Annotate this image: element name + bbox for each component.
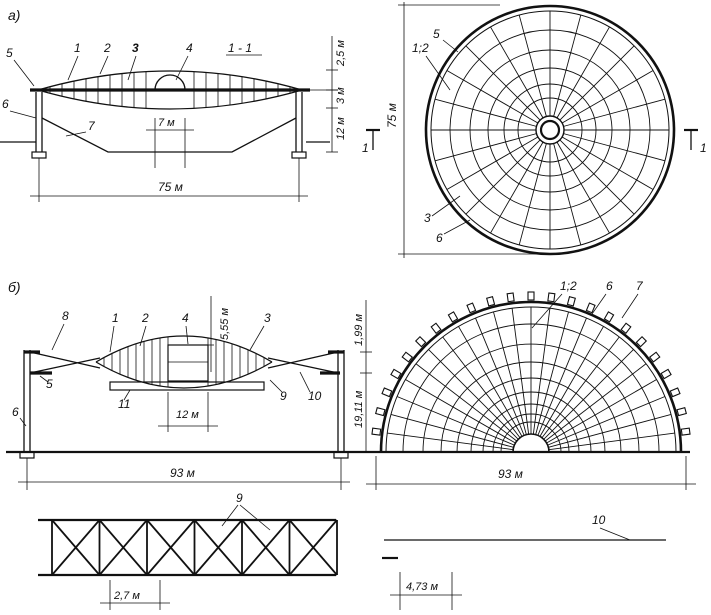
dim-span: 75 м bbox=[158, 180, 183, 194]
section-mark-right: 1 bbox=[684, 128, 707, 155]
callout-4: 4 bbox=[186, 41, 193, 55]
center-ring bbox=[154, 74, 186, 91]
svg-text:93 м: 93 м bbox=[498, 467, 523, 481]
callout-5: 5 bbox=[6, 46, 13, 60]
svg-text:5: 5 bbox=[433, 27, 440, 41]
part-a-ring-dim: 7 м bbox=[146, 117, 194, 168]
dim-rise-top: 2,5 м bbox=[335, 40, 347, 67]
svg-text:9: 9 bbox=[280, 389, 287, 403]
svg-text:93 м: 93 м bbox=[170, 466, 195, 480]
svg-text:1: 1 bbox=[700, 141, 707, 155]
label-b: б) bbox=[8, 279, 21, 295]
part-b-callouts: 8 1 2 4 3 5 9 10 11 6 bbox=[12, 309, 322, 427]
dim-center-ring: 7 м bbox=[158, 117, 175, 129]
dim-height: 12 м bbox=[335, 117, 347, 140]
plan-a-callouts: 5 1;2 3 6 bbox=[412, 27, 471, 245]
callout-3: 3 bbox=[132, 41, 139, 55]
detail-callout-9: 9 bbox=[236, 491, 243, 505]
svg-text:6: 6 bbox=[606, 279, 613, 293]
dim-purlin-spacing: 4,73 м bbox=[406, 581, 438, 593]
dim-hub-height: 5,55 м bbox=[208, 296, 231, 372]
dim-rise-bottom: 3 м bbox=[335, 87, 347, 104]
callout-6: 6 bbox=[2, 97, 9, 111]
svg-text:1,99 м: 1,99 м bbox=[353, 314, 365, 346]
column-b-right bbox=[333, 350, 349, 459]
column-left bbox=[31, 92, 47, 159]
dim-span-b: 93 м bbox=[18, 458, 350, 490]
dim-center-ring-b: 12 м bbox=[158, 392, 218, 432]
svg-text:11: 11 bbox=[118, 397, 130, 411]
part-a-vertical-dims: 2,5 м 3 м 12 м bbox=[310, 36, 347, 153]
svg-text:3: 3 bbox=[264, 311, 271, 325]
section-mark-left: 1 bbox=[362, 128, 380, 155]
dim-diameter: 75 м bbox=[385, 103, 399, 128]
dim-truss-panel: 2,7 м bbox=[113, 590, 140, 602]
part-a-callouts: 5 1 2 3 4 6 7 bbox=[2, 41, 193, 137]
svg-text:7: 7 bbox=[636, 279, 644, 293]
upper-cable-b bbox=[95, 335, 273, 363]
svg-text:5: 5 bbox=[46, 377, 53, 391]
label-a: а) bbox=[8, 7, 20, 23]
svg-text:2: 2 bbox=[141, 311, 149, 325]
suspended-platform bbox=[109, 381, 265, 391]
svg-text:4: 4 bbox=[182, 311, 189, 325]
column-b-left bbox=[19, 350, 35, 459]
circular-roof-plan bbox=[424, 4, 676, 256]
lower-cable bbox=[37, 89, 303, 110]
callout-7: 7 bbox=[88, 119, 96, 133]
part-a-section: а) 1 - 1 5 1 bbox=[0, 7, 347, 202]
svg-text:10: 10 bbox=[308, 389, 322, 403]
svg-text:8: 8 bbox=[62, 309, 69, 323]
svg-text:1: 1 bbox=[362, 141, 369, 155]
part-a-plan: 75 м 1 1 5 1;2 3 6 bbox=[362, 2, 707, 258]
svg-text:19,11 м: 19,11 м bbox=[353, 390, 365, 428]
svg-text:1;2: 1;2 bbox=[412, 41, 429, 55]
svg-text:12 м: 12 м bbox=[176, 409, 199, 421]
part-b-section: б) 8 bbox=[6, 279, 372, 490]
part-b-plan: 1;2 6 7 93 м bbox=[366, 279, 696, 490]
column-right bbox=[291, 92, 307, 159]
plan-b-callouts: 1;2 6 7 bbox=[531, 279, 644, 329]
upper-cable bbox=[37, 70, 303, 91]
callout-2: 2 bbox=[103, 41, 111, 55]
svg-text:6: 6 bbox=[12, 405, 19, 419]
dim-plan-span-b: 93 м bbox=[366, 456, 696, 490]
svg-text:6: 6 bbox=[436, 231, 443, 245]
truss-hangers bbox=[49, 71, 291, 109]
center-hub-b bbox=[167, 344, 209, 382]
part-b-vertical-dims: 1,99 м 19,11 м bbox=[353, 300, 372, 452]
truss-detail: 9 2,7 м bbox=[38, 491, 338, 610]
part-a-span-dim: 75 м bbox=[30, 158, 308, 202]
section-title: 1 - 1 bbox=[228, 41, 252, 55]
callout-1: 1 bbox=[74, 41, 81, 55]
detail-callout-10: 10 bbox=[592, 513, 606, 527]
purlin-detail: 10 4,73 м bbox=[382, 513, 666, 610]
semicircular-roof-plan bbox=[371, 291, 691, 453]
svg-text:5,55 м: 5,55 м bbox=[219, 308, 231, 340]
lower-cable-b bbox=[95, 361, 273, 389]
svg-text:1: 1 bbox=[112, 311, 119, 325]
svg-text:3: 3 bbox=[424, 211, 431, 225]
svg-text:1;2: 1;2 bbox=[560, 279, 577, 293]
